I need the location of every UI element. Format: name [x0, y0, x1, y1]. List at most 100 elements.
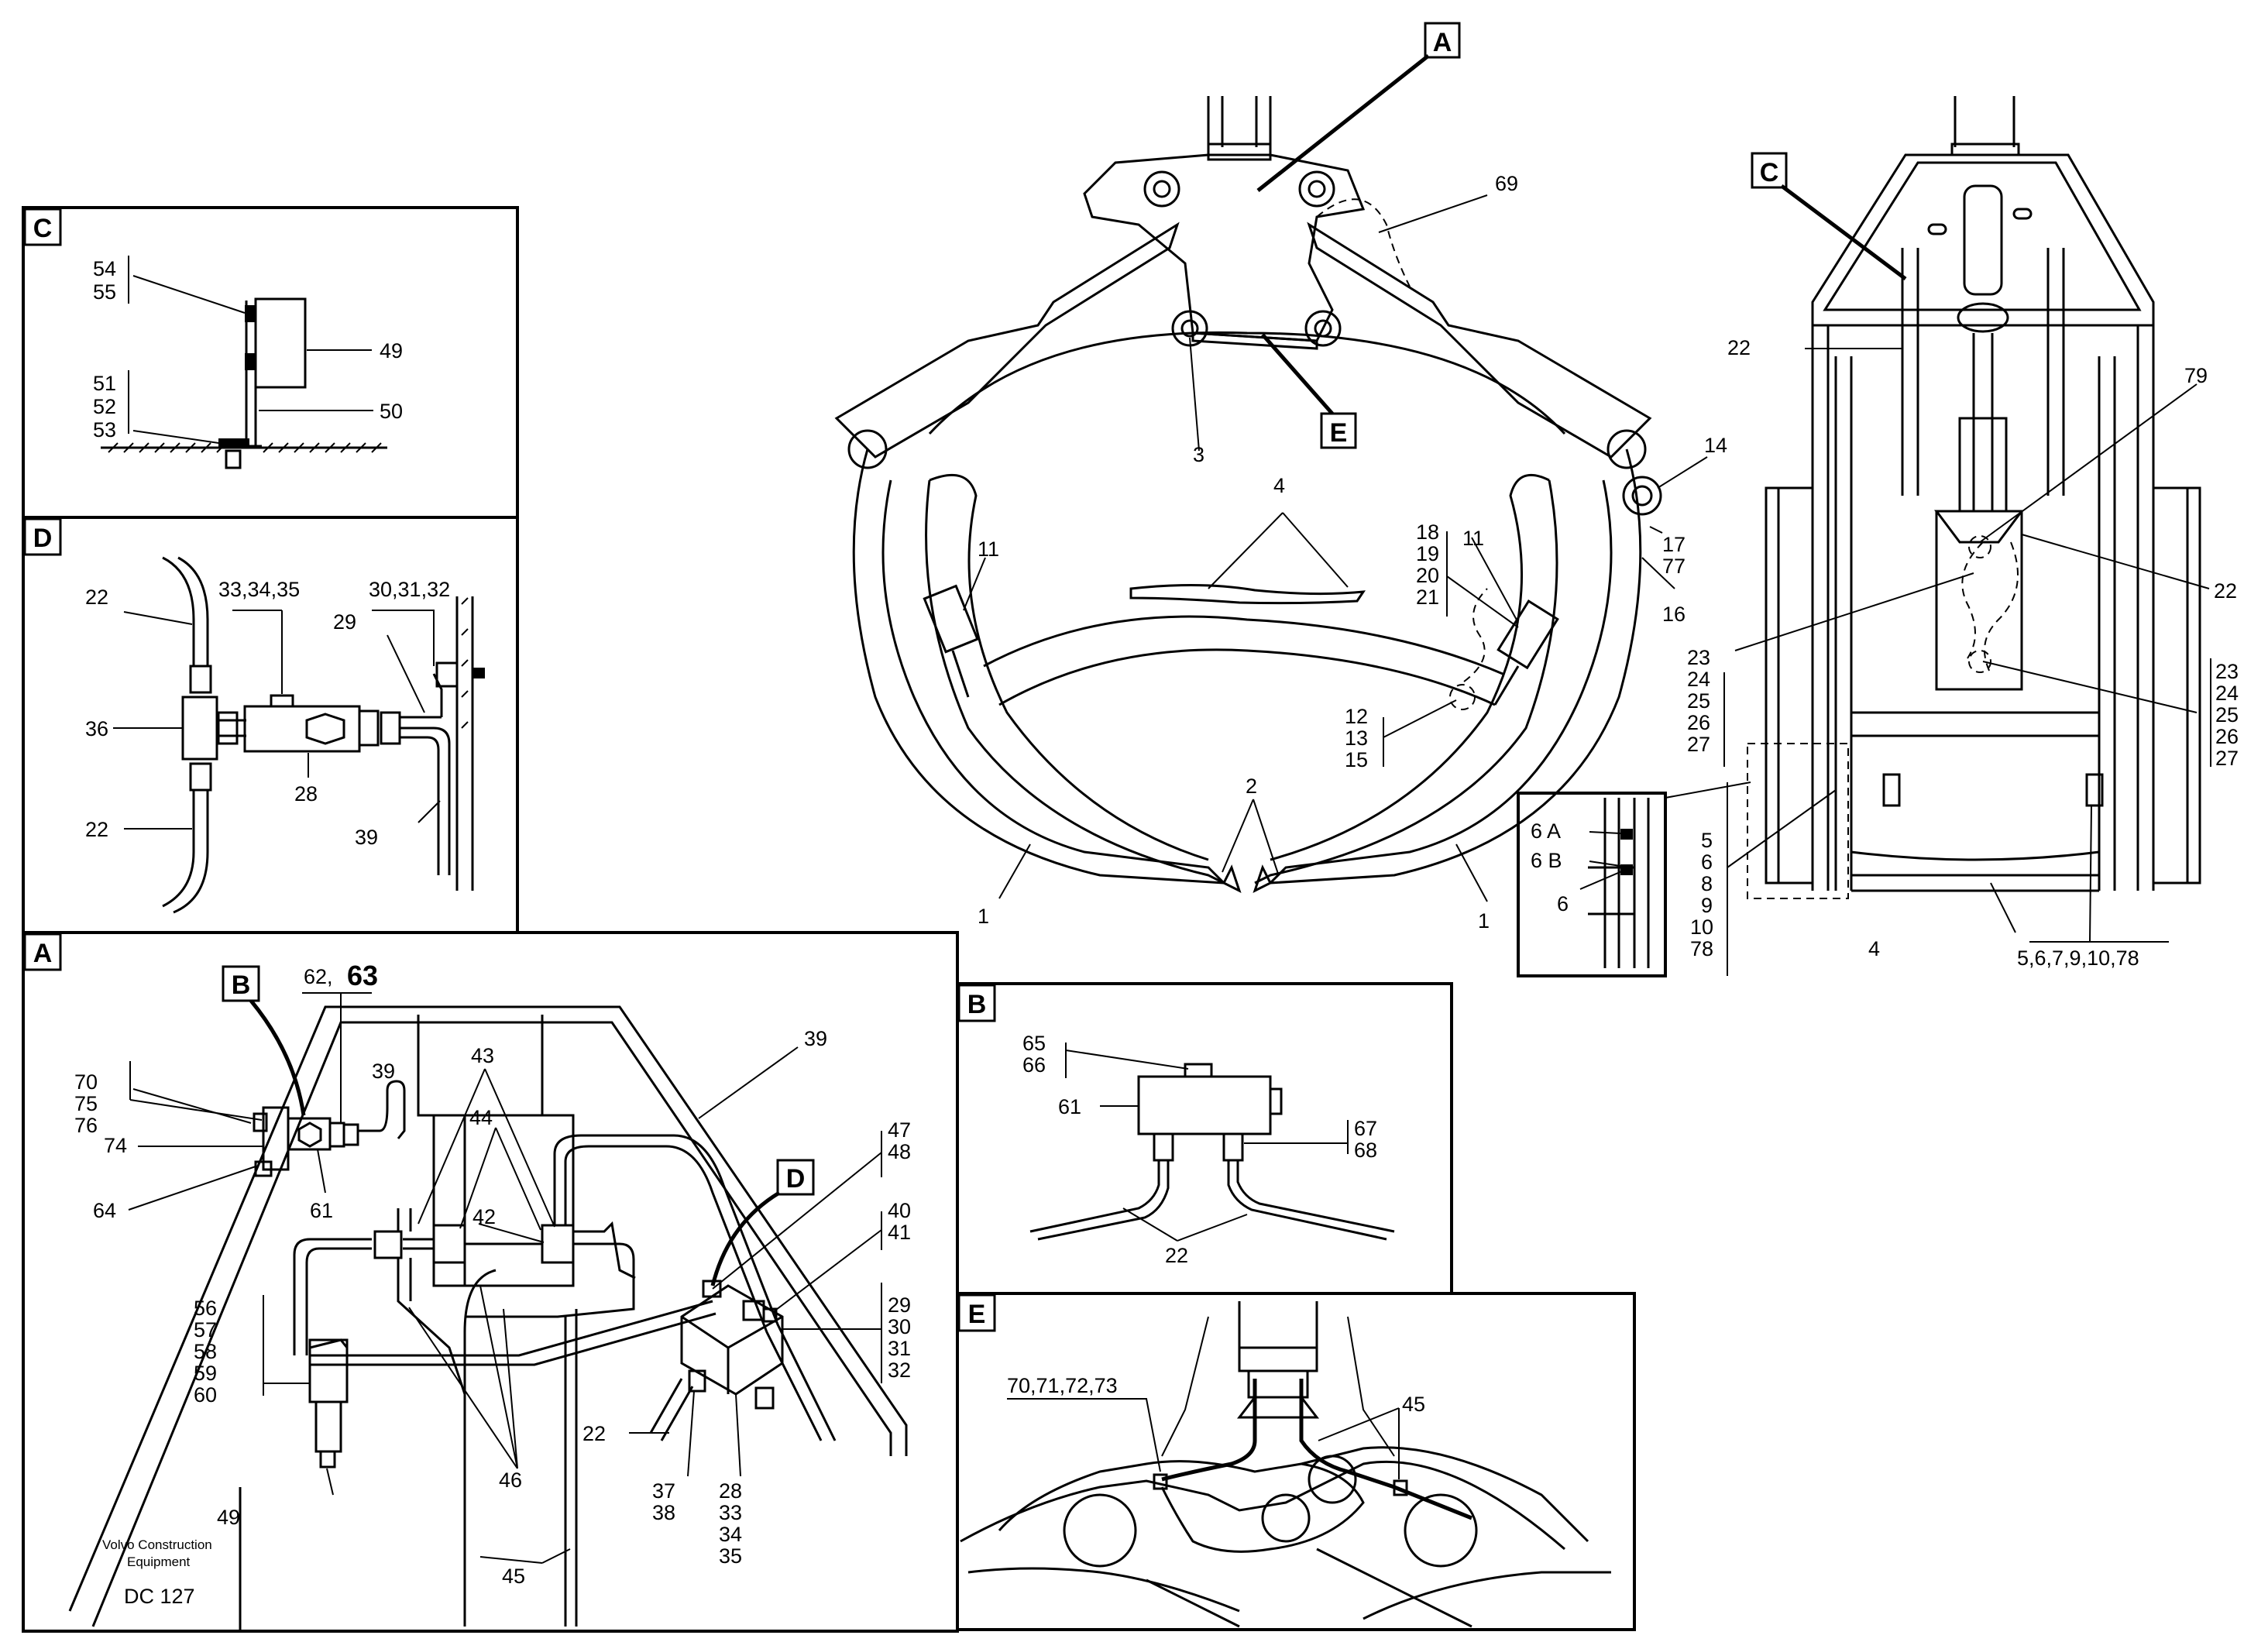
label-3: 3: [1193, 443, 1204, 466]
label-50: 50: [380, 400, 403, 423]
label-4: 4: [1868, 937, 1880, 960]
label-12: 12: [1345, 705, 1368, 728]
label-28: 28: [294, 782, 318, 806]
label-24a: 24: [1687, 668, 1710, 691]
label-22a: 22: [85, 586, 108, 609]
panel-c-tag: C: [33, 214, 53, 243]
label-26b: 26: [2215, 725, 2239, 748]
panel-e: E 70,71,72,73 45: [956, 1292, 1636, 1631]
label-56: 56: [194, 1297, 217, 1320]
label-11b: 11: [1462, 527, 1484, 550]
label-60: 60: [194, 1383, 217, 1407]
label-22: 22: [582, 1422, 606, 1445]
label-11a: 11: [978, 538, 999, 561]
label-70: 70: [74, 1070, 98, 1094]
label-45: 45: [1402, 1393, 1425, 1416]
panel-d: D 22 33,34,35: [22, 516, 519, 934]
label-49: 49: [380, 339, 403, 362]
label-53: 53: [93, 418, 116, 441]
label-75: 75: [74, 1092, 98, 1115]
label-29: 29: [888, 1293, 911, 1317]
label-33-34-35: 33,34,35: [218, 578, 300, 601]
label-21: 21: [1416, 586, 1439, 609]
label-66: 66: [1022, 1053, 1046, 1077]
label-36: 36: [85, 717, 108, 740]
label-23a: 23: [1687, 646, 1710, 669]
label-49: 49: [217, 1506, 240, 1529]
label-32: 32: [888, 1359, 911, 1382]
label-9: 9: [1701, 894, 1713, 917]
label-79: 79: [2184, 364, 2208, 387]
label-26a: 26: [1687, 711, 1710, 734]
label-52: 52: [93, 395, 116, 418]
label-16: 16: [1662, 603, 1686, 626]
label-19: 19: [1416, 542, 1439, 565]
label-39a: 39: [372, 1060, 395, 1083]
label-1a: 1: [978, 905, 989, 928]
label-30: 30: [888, 1315, 911, 1338]
label-30-31-32: 30,31,32: [369, 578, 450, 601]
label-1b: 1: [1478, 909, 1490, 933]
panel-b-tag: B: [967, 990, 987, 1019]
label-15: 15: [1345, 748, 1368, 771]
panel-a-callout-b: B: [232, 970, 251, 1000]
main-grapple-view: A E 69 14 3 4 18 19 20 21 11 11 17 77 16…: [834, 22, 1727, 933]
label-69: 69: [1495, 172, 1518, 195]
label-46: 46: [499, 1469, 522, 1492]
label-63: 63: [347, 960, 378, 991]
label-33: 33: [719, 1501, 742, 1524]
label-62: 62,: [304, 965, 333, 988]
label-47: 47: [888, 1118, 911, 1142]
label-6: 6: [1557, 892, 1569, 915]
label-6c: 6: [1701, 850, 1713, 874]
label-41: 41: [888, 1221, 911, 1244]
label-39b: 39: [804, 1027, 827, 1050]
label-27b: 27: [2215, 747, 2239, 770]
label-48: 48: [888, 1140, 911, 1163]
label-6a: 6 A: [1531, 819, 1561, 843]
panel-c: C 54 55 49 51 52 53 50: [22, 206, 519, 519]
label-43: 43: [471, 1044, 494, 1067]
callout-c: C: [1760, 158, 1779, 187]
label-20: 20: [1416, 564, 1439, 587]
label-42: 42: [472, 1205, 496, 1228]
label-58: 58: [194, 1340, 217, 1363]
label-27a: 27: [1687, 733, 1710, 756]
label-44: 44: [469, 1106, 493, 1129]
label-29: 29: [333, 610, 356, 634]
label-4: 4: [1273, 474, 1285, 497]
label-22a: 22: [1727, 336, 1751, 359]
label-39: 39: [355, 826, 378, 849]
label-31: 31: [888, 1337, 911, 1360]
maker-line-1: Volvo Construction: [102, 1537, 212, 1552]
label-54: 54: [93, 257, 116, 280]
label-55: 55: [93, 280, 116, 304]
label-77: 77: [1662, 555, 1686, 578]
label-34: 34: [719, 1523, 742, 1546]
label-70-71-72-73: 70,71,72,73: [1007, 1374, 1118, 1397]
label-17: 17: [1662, 533, 1686, 556]
label-2: 2: [1246, 775, 1257, 798]
callout-a: A: [1433, 28, 1452, 57]
label-76: 76: [74, 1114, 98, 1137]
label-22b: 22: [85, 818, 108, 841]
panel-a-tag: A: [33, 939, 53, 968]
panel-e-tag: E: [968, 1300, 986, 1329]
label-14: 14: [1704, 434, 1727, 457]
label-35: 35: [719, 1544, 742, 1568]
label-51: 51: [93, 372, 116, 395]
drawing-code: DC 127: [124, 1585, 195, 1608]
label-67: 67: [1354, 1117, 1377, 1140]
label-65: 65: [1022, 1032, 1046, 1055]
label-18: 18: [1416, 520, 1439, 544]
panel-a: A: [22, 931, 959, 1633]
label-10: 10: [1690, 915, 1713, 939]
side-view: C 22 79 22 23 24 25 26 27 23 24 25 26 27…: [1517, 96, 2239, 977]
label-78: 78: [1690, 937, 1713, 960]
label-38: 38: [652, 1501, 675, 1524]
label-25b: 25: [2215, 703, 2239, 727]
panel-a-callout-d: D: [786, 1164, 806, 1194]
label-59: 59: [194, 1362, 217, 1385]
label-25a: 25: [1687, 689, 1710, 713]
